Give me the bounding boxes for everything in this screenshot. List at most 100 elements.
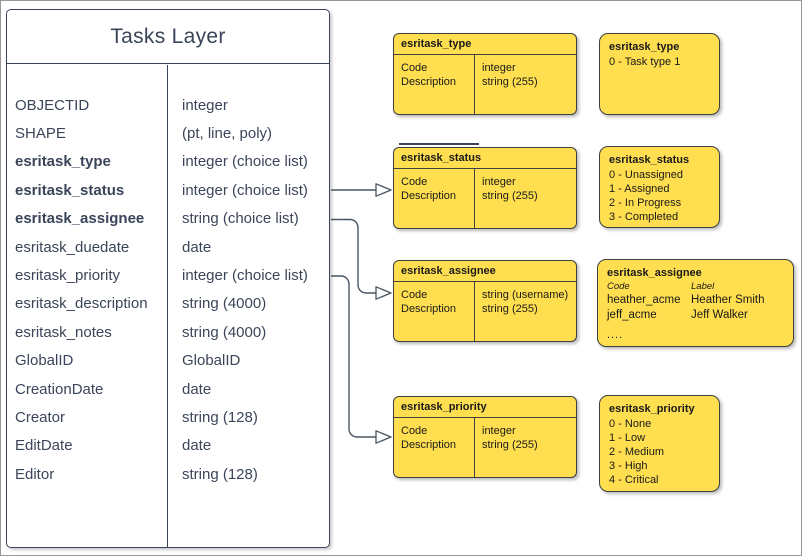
connector-assignee-arrowhead: [375, 286, 392, 300]
field-name: GlobalID: [15, 352, 74, 370]
field-type: string (128): [182, 465, 258, 483]
domain-value-code: heather_acme: [607, 294, 681, 306]
domain-values-title: esritask_priority: [609, 403, 695, 415]
domain-schema-field-type: integer: [482, 425, 516, 437]
domain-values-ellipsis: ....: [607, 329, 624, 341]
field-type: (pt, line, poly): [182, 125, 273, 143]
table-row: esritask_assignee string (choice list): [7, 205, 329, 233]
table-row: esritask_status integer (choice list): [7, 176, 329, 204]
domain-schema-field-name: Description: [401, 438, 457, 451]
connector-priority-line: [331, 275, 376, 438]
field-type: string (128): [182, 408, 258, 426]
domain-values-title: esritask_assignee: [607, 267, 702, 279]
field-name: esritask_notes: [15, 323, 112, 341]
domain-schema-field-name: Code: [401, 425, 428, 437]
field-name: esritask_priority: [15, 267, 121, 285]
table-row: esritask_type integer (choice list): [7, 148, 329, 176]
field-type: string (choice list): [182, 210, 299, 228]
field-name: SHAPE: [15, 125, 66, 143]
domain-schema-field-type: integer: [482, 176, 516, 188]
domain-value-item: 0 - Task type 1: [609, 56, 681, 68]
field-name: CreationDate: [15, 380, 104, 398]
domain-schema-title: esritask_type: [394, 34, 576, 55]
domain-value-code: jeff_acme: [607, 308, 657, 321]
domain-value-item: 4 - Critical: [609, 474, 659, 486]
domain-value-item: 3 - Completed: [609, 211, 679, 223]
table-row: GlobalID GlobalID: [7, 347, 329, 375]
field-name: Editor: [15, 465, 55, 483]
table-row: Editor string (128): [7, 460, 329, 488]
field-type: string (4000): [182, 295, 267, 313]
field-type: integer (choice list): [182, 153, 308, 171]
domain-schema-title: esritask_status: [394, 148, 576, 169]
table-row: Creator string (128): [7, 403, 329, 431]
column-divider: [167, 64, 169, 547]
domain-schema-field-type: integer: [482, 62, 516, 74]
connector-priority-arrowhead: [375, 430, 392, 444]
domain-schema-field-name: Description: [401, 189, 457, 202]
field-type: date: [182, 437, 212, 455]
domain-values-title: esritask_status: [609, 154, 690, 166]
domain-values-title: esritask_type: [609, 41, 680, 53]
domain-value-item: 2 - Medium: [609, 446, 665, 458]
domain-value-item: 0 - None: [609, 418, 652, 430]
field-name: esritask_type: [15, 153, 111, 171]
domain-schema-field-type: string (255): [482, 189, 538, 202]
domain-values-column-headers: Code Label: [607, 281, 784, 293]
domain-schema-field-name: Code: [401, 176, 428, 188]
connector-status-arrowhead: [375, 183, 392, 197]
table-row: EditDate date: [7, 432, 329, 460]
domain-value-item: 3 - High: [609, 460, 648, 472]
field-name: Creator: [15, 408, 66, 426]
domain-schema-title: esritask_priority: [394, 397, 576, 418]
field-type: date: [182, 238, 212, 256]
domain-values-type: esritask_type 0 - Task type 1: [599, 33, 720, 115]
field-type: integer (choice list): [182, 181, 308, 199]
domain-values-priority: esritask_priority 0 - None 1 - Low 2 - Medi…: [599, 395, 720, 492]
domain-value-item: 1 - Low: [609, 432, 646, 444]
domain-schema-field-type: string (username): [482, 289, 569, 301]
domain-values-column-code: Code: [607, 281, 630, 292]
field-name: esritask_status: [15, 181, 125, 199]
field-name: esritask_assignee: [15, 210, 145, 228]
field-name: EditDate: [15, 437, 73, 455]
domain-values-column-label: Label: [691, 281, 715, 292]
domain-schema-field-type: string (255): [482, 302, 538, 315]
domain-schema-field-name: Code: [401, 289, 428, 301]
domain-schema-field-name: Description: [401, 302, 457, 315]
table-row: SHAPE (pt, line, poly): [7, 119, 329, 147]
domain-schema-title: esritask_assignee: [394, 261, 576, 282]
domain-schema-type-column: string (username)string (255): [475, 282, 576, 341]
field-name: OBJECTID: [15, 96, 90, 114]
connector-assignee-line: [331, 218, 376, 294]
tasks-layer-title: Tasks Layer: [7, 10, 329, 64]
field-type: GlobalID: [182, 352, 241, 370]
